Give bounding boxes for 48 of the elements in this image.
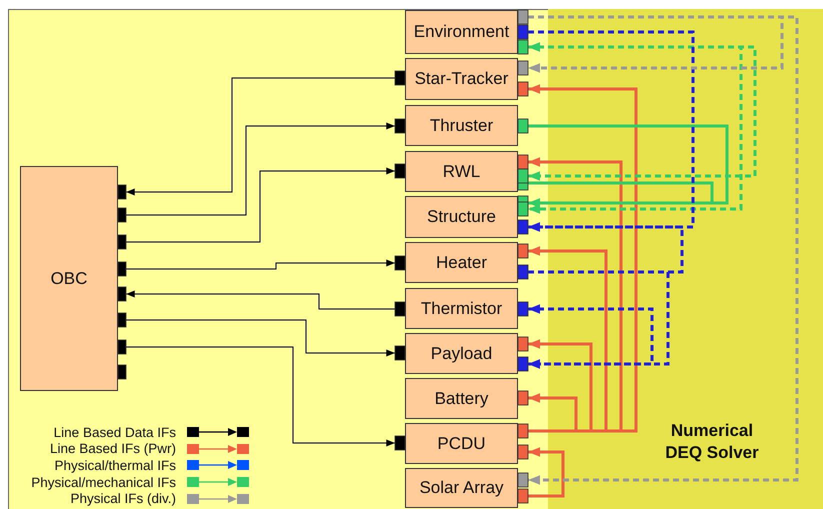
connector-arrow xyxy=(126,78,396,196)
legend-label: Line Based IFs (Pwr) xyxy=(48,441,176,456)
component-label: Structure xyxy=(427,207,496,227)
component-box xyxy=(405,151,518,192)
connector-arrow xyxy=(126,320,396,356)
component-box xyxy=(405,10,518,54)
legend-label: Line Based Data IFs xyxy=(52,424,176,440)
component-label: PCDU xyxy=(437,434,486,454)
component-label: Solar Array xyxy=(419,478,504,498)
component-box xyxy=(405,58,518,100)
connector-arrow xyxy=(528,84,638,432)
component-label: Thermistor xyxy=(420,298,502,318)
component-label: Environment xyxy=(414,22,510,42)
component-box xyxy=(405,105,518,146)
legend-label: Physical/mechanical IFs xyxy=(30,474,176,490)
component-box xyxy=(405,288,518,329)
connector-arrow xyxy=(528,447,564,498)
connector-arrow xyxy=(528,246,608,432)
legend-label: Physical IFs (div.) xyxy=(69,491,176,506)
component-label: OBC xyxy=(50,268,88,288)
component-box xyxy=(405,242,518,283)
connector-arrow xyxy=(126,168,396,242)
connector-arrow xyxy=(126,290,396,310)
component-box xyxy=(405,196,518,238)
connector-arrow xyxy=(126,260,396,270)
component-box xyxy=(20,166,118,391)
connector-arrow xyxy=(528,42,742,214)
connector-arrow xyxy=(528,157,622,432)
connector-arrow xyxy=(126,122,396,216)
connector-arrow xyxy=(528,182,714,208)
connector-arrow xyxy=(126,346,396,446)
component-label: Payload xyxy=(430,344,492,364)
component-label: Star-Tracker xyxy=(414,69,508,89)
solver-label: Numerical DEQ Solver xyxy=(664,420,760,464)
connector-arrow xyxy=(528,16,784,73)
component-box xyxy=(405,378,518,419)
component-label: Heater xyxy=(436,252,488,272)
component-label: Battery xyxy=(434,388,488,408)
component-box xyxy=(405,468,518,508)
component-box xyxy=(405,333,518,374)
component-box xyxy=(405,423,518,464)
component-label: RWL xyxy=(442,162,480,182)
connector-arrow xyxy=(528,304,654,369)
connector-arrow xyxy=(528,393,578,432)
component-label: Thruster xyxy=(430,116,494,136)
connector-arrow xyxy=(528,339,592,432)
connector-arrow xyxy=(528,16,798,485)
legend-label: Physical/thermal IFs xyxy=(53,458,176,473)
